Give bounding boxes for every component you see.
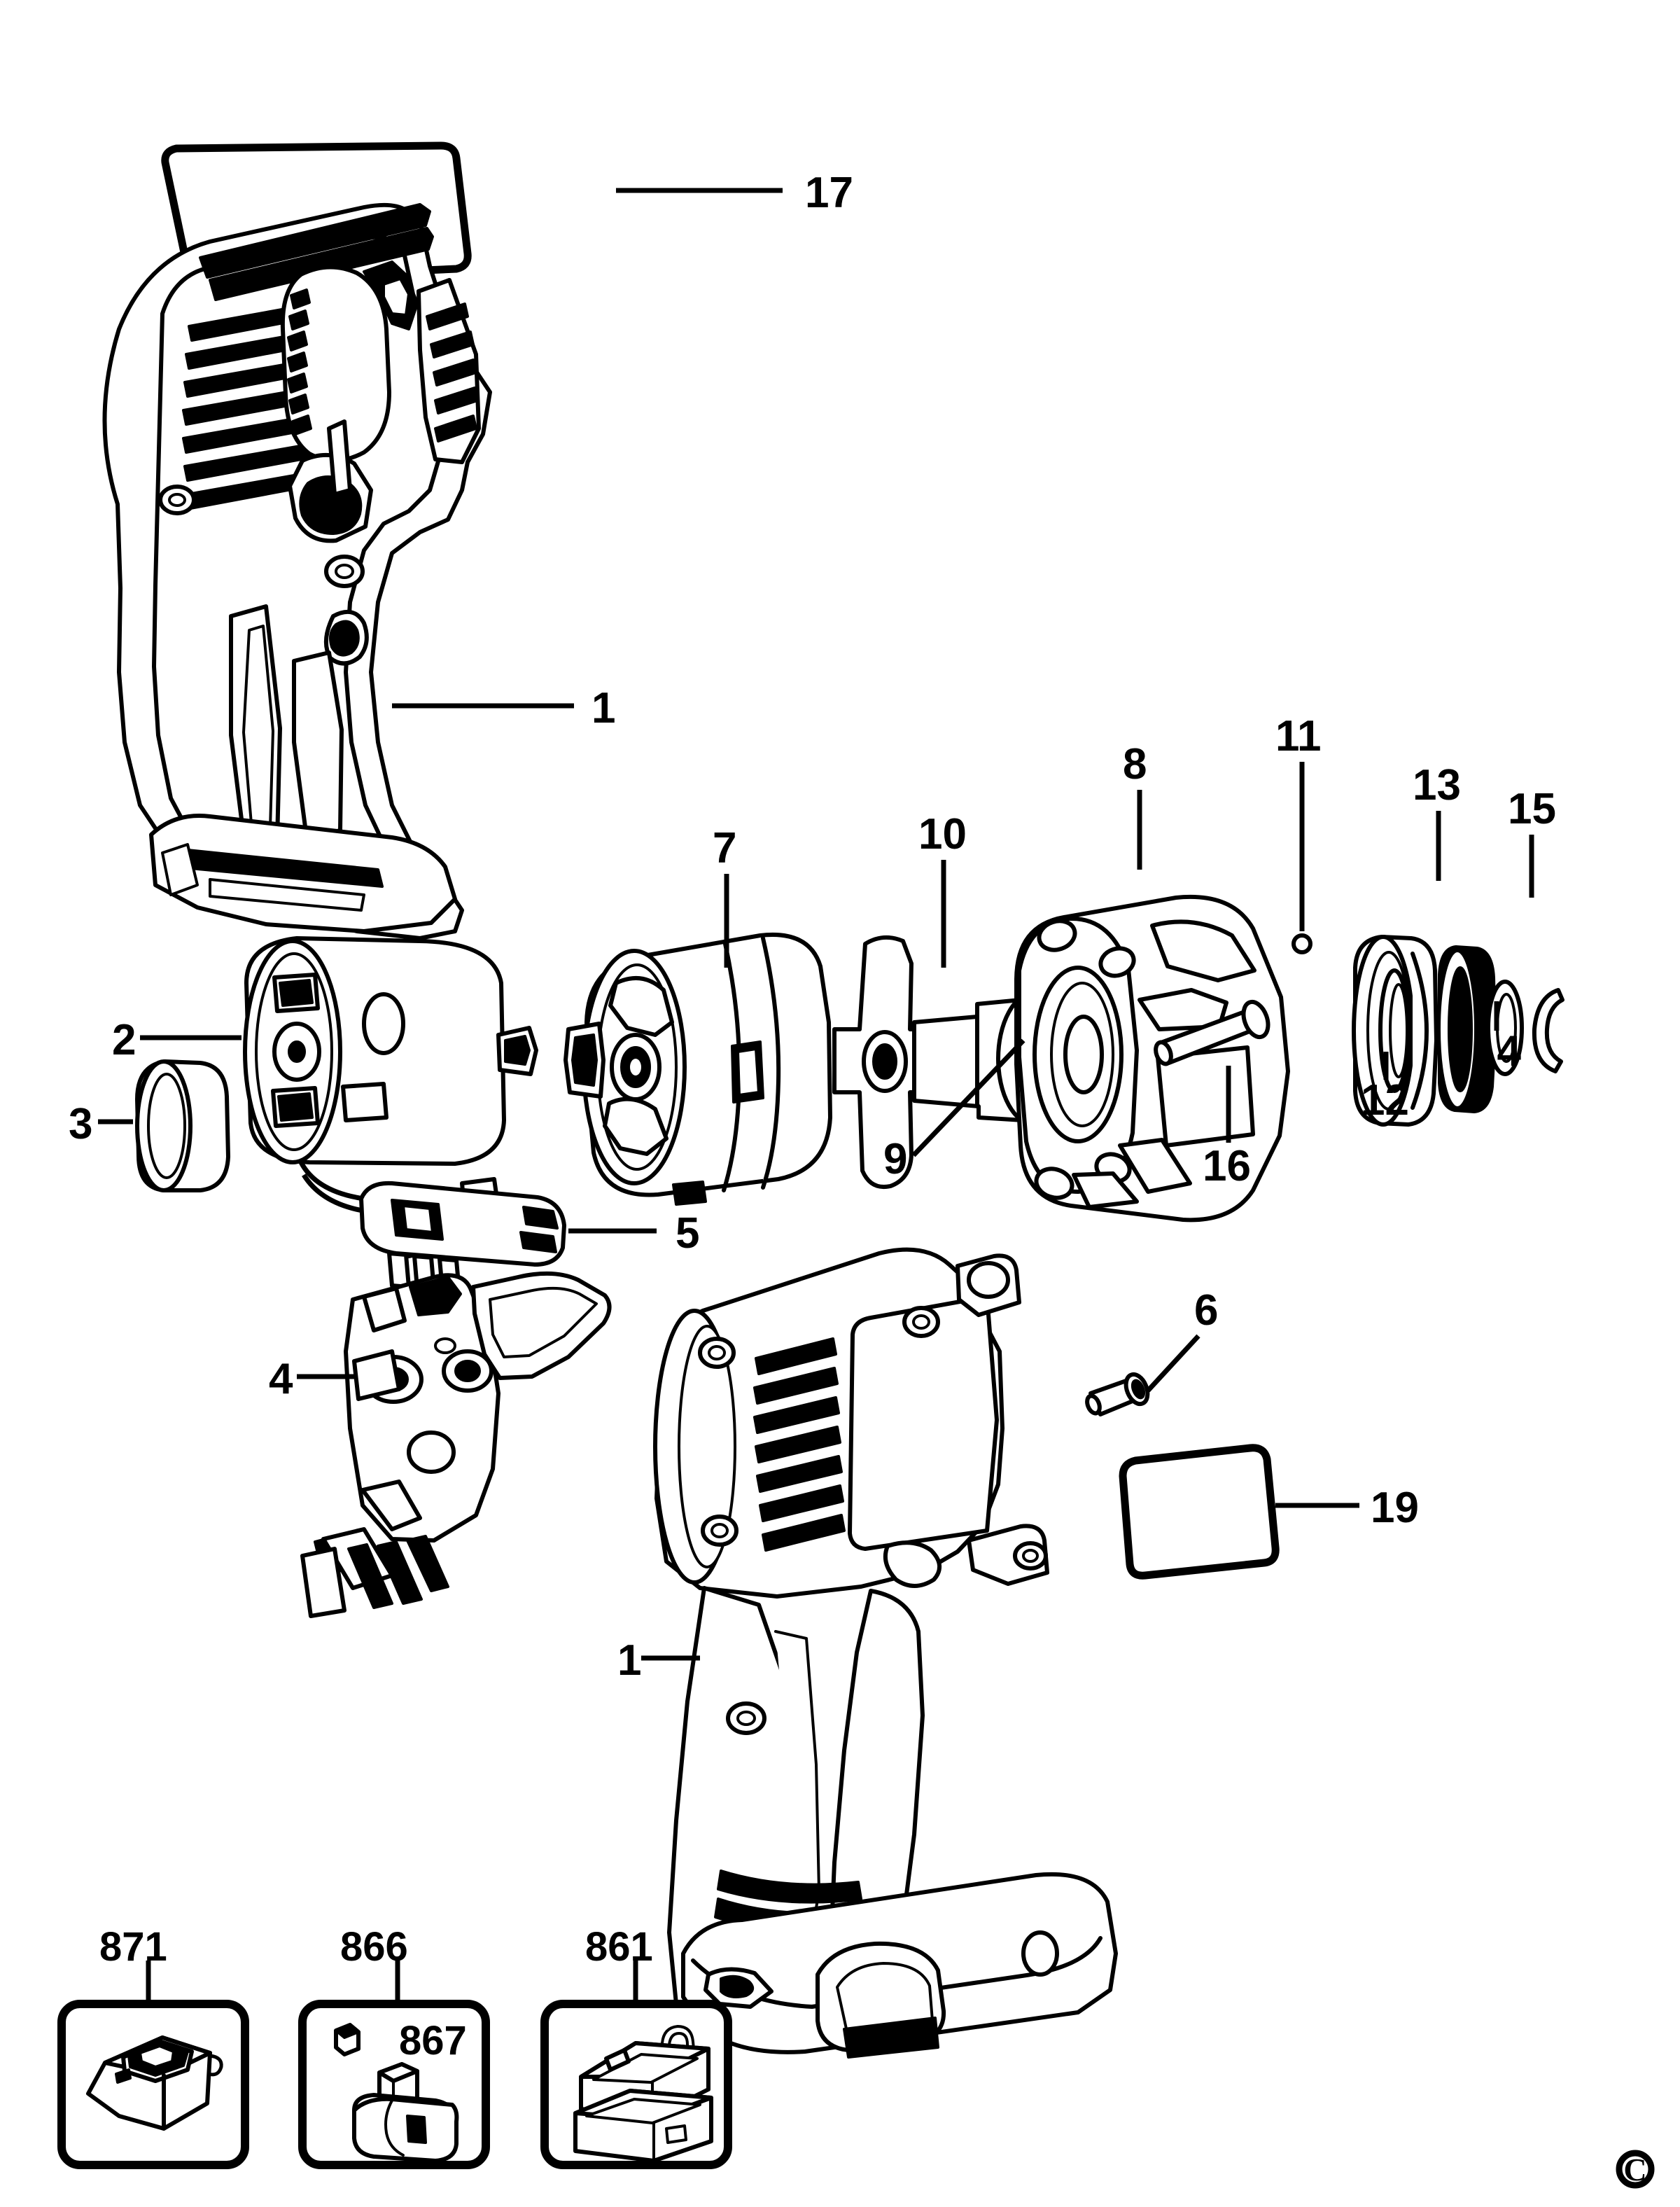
part-2-motor-assembly <box>243 936 538 1260</box>
part-11-detent-ball <box>1292 933 1312 954</box>
part-10-anvil-hammer-assembly <box>832 935 1026 1189</box>
callout-8: 8 <box>1123 740 1147 788</box>
callout-19: 19 <box>1371 1484 1419 1532</box>
part-1-housing-right-half <box>653 1247 1118 2059</box>
accessory-label-871: 871 <box>99 1924 167 1970</box>
part-6-screw <box>1085 1372 1150 1416</box>
charger-illustration <box>86 2035 223 2131</box>
accessory-866-battery-pack: 866 867 <box>298 1924 490 2169</box>
callout-17: 17 <box>805 169 853 217</box>
part-15-retaining-ring <box>1532 988 1564 1073</box>
part-12-chuck-sleeve <box>1352 935 1438 1127</box>
callout-12: 12 <box>1361 1076 1409 1125</box>
callout-15: 15 <box>1508 785 1556 833</box>
callout-1-left: 1 <box>592 684 615 732</box>
callout-9: 9 <box>883 1135 907 1183</box>
callout-leader-lines <box>98 188 1534 2043</box>
copyright-mark: C <box>1616 2150 1655 2189</box>
part-5-terminal-connector <box>359 1181 566 1293</box>
callout-7: 7 <box>713 824 736 872</box>
part-4-switch-trigger-assembly <box>300 1271 612 1618</box>
part-3-motor-end-cap <box>135 1059 230 1192</box>
callout-16: 16 <box>1203 1142 1251 1190</box>
part-8-gear-case-housing <box>1014 895 1290 1223</box>
callout-4: 4 <box>269 1355 293 1403</box>
accessory-label-866: 866 <box>340 1924 408 1970</box>
part-7-gearbox-assembly <box>564 933 832 1206</box>
accessory-label-861: 861 <box>585 1924 653 1970</box>
body-vent-louvres <box>753 1337 846 1552</box>
callout-13: 13 <box>1413 761 1461 809</box>
callout-6: 6 <box>1194 1286 1218 1335</box>
part-16-roll-pin <box>1154 999 1270 1066</box>
housing-left-side-ribs <box>426 302 479 443</box>
accessory-label-867: 867 <box>399 2018 467 2063</box>
accessory-861-tool-carry-case: 861 <box>540 1924 732 2169</box>
part-1-housing-left-half <box>102 202 492 940</box>
part-13-bushing-ring <box>1438 945 1497 1113</box>
accessory-871-battery-charger: 871 <box>57 1924 249 2169</box>
callout-numbers: 17 1 2 3 5 4 7 10 9 8 11 13 15 12 14 16 … <box>69 169 1556 1685</box>
callout-5: 5 <box>676 1209 699 1258</box>
callout-10: 10 <box>918 810 967 858</box>
callout-14: 14 <box>1473 1027 1521 1075</box>
copyright-letter: C <box>1623 2152 1646 2187</box>
callout-1-right: 1 <box>617 1636 641 1685</box>
callout-11: 11 <box>1275 712 1322 760</box>
part-19-rating-label-decal <box>1119 1444 1280 1580</box>
tool-case-illustration <box>573 2025 713 2163</box>
callout-2: 2 <box>112 1016 136 1064</box>
battery-pack-illustration <box>334 2023 459 2163</box>
callout-3: 3 <box>69 1100 92 1148</box>
